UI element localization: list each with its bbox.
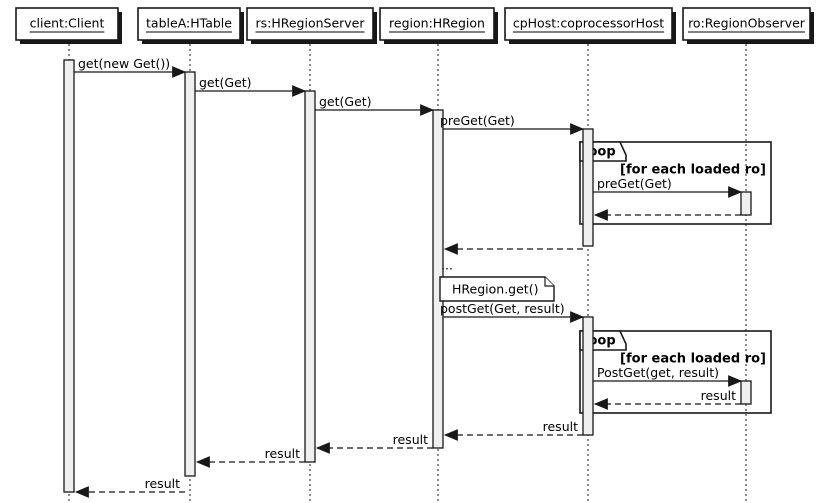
cphost-activation-2 [582,316,594,436]
message-label: preGet(Get) [597,176,672,191]
fragment-condition: [for each loaded ro] [620,352,766,367]
message-label: preGet(Get) [440,113,515,128]
cphost-activation-1 [582,128,594,247]
participant-ro[interactable]: ro:RegionObserver [682,7,814,44]
message-label: result [701,388,736,403]
ro-activation-2 [740,380,752,405]
message-label: get(new Get()) [78,56,170,71]
participant-tableA[interactable]: tableA:HTable [137,7,244,44]
message-m5: preGet(Get) [593,176,743,198]
message-label: postGet(Get, result) [440,301,565,316]
message-label: result [393,432,428,447]
participant-box[interactable] [682,7,811,41]
message-m8: postGet(Get, result) [440,301,585,323]
participant-box[interactable] [379,7,495,41]
message-m14: result [74,476,185,498]
label-ellipsis: ... [441,258,453,273]
participant-label: ro:RegionObserver [688,16,806,31]
tableA-activation [184,71,196,477]
client-activation [63,59,75,493]
message-m12: result [315,432,433,454]
labels-layer: ... [441,258,453,273]
participant-region[interactable]: region:HRegion [379,7,498,44]
participant-box[interactable] [15,7,119,41]
message-label: get(Get) [319,94,372,109]
note-text: HRegion.get() [452,282,538,297]
participant-client[interactable]: client:Client [15,7,122,44]
message-label: get(Get) [199,75,252,90]
message-label: result [265,446,300,461]
messages-layer: get(new Get()) get(Get) get(Get) preGet(Get… [74,56,743,498]
participant-box[interactable] [137,7,241,41]
participant-label: cpHost:coprocessorHost [513,16,664,31]
message-m10: result [593,388,741,410]
message-m4: preGet(Get) [440,113,585,135]
participant-box[interactable] [246,7,374,41]
participant-label: region:HRegion [389,16,485,31]
message-m11: result [443,419,583,441]
message-label: result [543,419,578,434]
activations-layer [63,59,752,493]
ro-activation-1 [740,191,752,216]
participant-label: tableA:HTable [146,16,232,31]
message-m1: get(new Get()) [74,56,187,78]
participant-box[interactable] [504,7,673,41]
message-m2: get(Get) [195,75,307,97]
message-label: result [145,476,180,491]
note-note1: HRegion.get() [439,276,555,302]
message-m3: get(Get) [315,94,435,116]
participant-cpHost[interactable]: cpHost:coprocessorHost [504,7,676,44]
notes-layer: HRegion.get() [439,276,555,302]
fragment-condition: [for each loaded ro] [620,163,766,178]
message-label: PostGet(get, result) [597,365,719,380]
message-m13: result [195,446,305,468]
participant-label: rs:HRegionServer [255,16,365,31]
message-m9: PostGet(get, result) [593,365,743,387]
participant-rs[interactable]: rs:HRegionServer [246,7,377,44]
rs-activation [304,90,316,463]
participants-layer: client:Client tableA:HTable rs:HRegionServ… [15,7,814,44]
participant-label: client:Client [30,16,105,31]
